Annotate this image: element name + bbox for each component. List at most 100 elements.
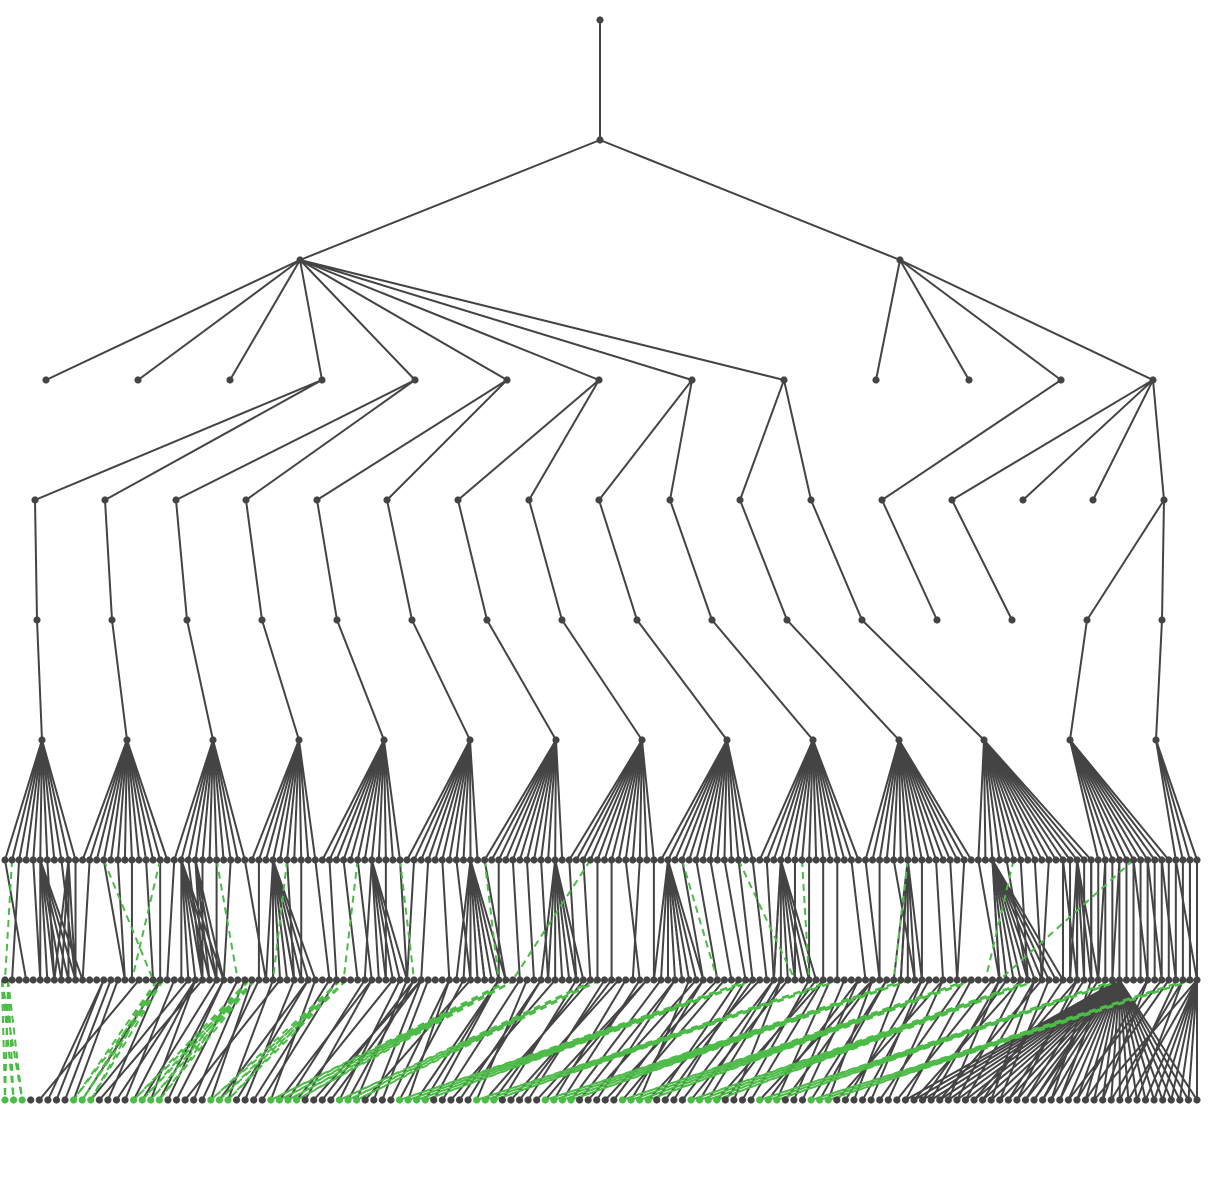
tree-edge-123 (427, 739, 471, 861)
level-7-node-20 (142, 856, 150, 864)
tree-edge-20 (316, 379, 508, 501)
level-7-node-139 (981, 856, 990, 864)
tree-edge-4 (137, 259, 301, 381)
level-2-node-0 (296, 256, 304, 264)
tree-edge-305 (991, 859, 1015, 981)
level-7-node-86 (607, 856, 616, 864)
level-7-node-25 (177, 856, 185, 864)
tree-edge-34 (104, 499, 113, 621)
tree-edge-2 (599, 139, 901, 261)
level-7-node-10 (71, 856, 80, 864)
tree-edge-502 (724, 979, 817, 1101)
level-8-node-150 (1059, 976, 1067, 984)
tree-edge-72 (41, 739, 70, 861)
tree-edge-313 (1069, 859, 1079, 981)
tree-edge-42 (669, 499, 713, 621)
level-8-node-45 (318, 976, 326, 984)
tree-edge-310 (991, 859, 1050, 981)
tree-edge-510 (793, 979, 846, 1101)
tree-edge-197 (898, 739, 952, 861)
tree-edge-329 (166, 859, 176, 981)
level-9-node-12 (104, 1096, 112, 1104)
level-8-node-52 (368, 976, 376, 984)
level-7-node-31 (220, 856, 228, 864)
level-4-node-4 (313, 496, 321, 504)
level-8-node-146 (1031, 976, 1039, 984)
level-9-node-77 (661, 1096, 669, 1104)
level-8-node-40 (283, 976, 291, 984)
level-8-node-36 (255, 976, 263, 984)
level-7-node-66 (466, 856, 475, 864)
tree-edge-390 (1033, 859, 1043, 981)
level-7-node-110 (777, 856, 785, 864)
level-7-node-78 (551, 856, 559, 864)
dashed-cross-edge-89 (707, 979, 1033, 1101)
level-5-node-3 (258, 616, 266, 624)
level-8-node-102 (720, 976, 729, 984)
level-9-node-34 (292, 1096, 301, 1104)
tree-edge-369 (737, 859, 754, 981)
tree-edge-157 (667, 739, 728, 861)
tree-edges (4, 20, 1198, 1101)
tree-edge-117 (383, 739, 387, 861)
level-7-node-16 (114, 856, 122, 864)
tree-edge-568 (990, 979, 1121, 1101)
level-8-node-133 (939, 976, 947, 984)
tree-edge-271 (469, 859, 479, 981)
level-8-node-149 (1052, 976, 1060, 984)
level-7-node-125 (883, 856, 891, 864)
tree-edge-370 (751, 859, 768, 981)
tree-edge-171 (765, 739, 814, 861)
level-7-node-57 (403, 856, 411, 864)
tree-edge-294 (779, 859, 796, 981)
level-8-node-10 (71, 976, 80, 984)
tree-edge-449 (269, 979, 317, 1101)
tree-edge-577 (1067, 979, 1121, 1101)
level-8-node-120 (847, 976, 855, 984)
tree-edge-119 (383, 739, 401, 861)
level-5-node-7 (558, 616, 566, 624)
tree-edge-170 (758, 739, 814, 861)
level-7-node-68 (481, 856, 489, 864)
level-9-node-105 (901, 1096, 910, 1104)
tree-edge-33 (34, 499, 38, 621)
tree-edge-140 (547, 739, 557, 861)
level-7-node-71 (502, 856, 510, 864)
tree-edge-324 (102, 859, 126, 981)
level-7-node-116 (819, 856, 827, 864)
level-9-node-120 (1030, 1096, 1038, 1104)
level-4-node-12 (878, 496, 886, 504)
tree-edge-436 (158, 979, 225, 1101)
level-8-node-123 (868, 976, 877, 984)
tree-edge-386 (977, 859, 1001, 981)
tree-edge-39 (457, 499, 488, 621)
level-8-node-82 (579, 976, 587, 984)
tree-edge-243 (67, 859, 77, 981)
level-8-node-25 (177, 976, 185, 984)
dashed-cross-edge-84 (647, 979, 975, 1101)
dashed-cross-edge-32 (150, 979, 256, 1101)
tree-edge-479 (527, 979, 606, 1101)
tree-edge-147 (596, 739, 643, 861)
level-7-node-73 (516, 856, 524, 864)
tree-edge-391 (1040, 859, 1050, 981)
level-7-node-133 (939, 856, 947, 864)
level-4-node-9 (666, 496, 674, 504)
tree-edge-575 (1050, 979, 1121, 1101)
level-9-node-60 (515, 1096, 524, 1104)
tree-edge-89 (187, 739, 214, 861)
tree-edge-543 (1076, 979, 1149, 1101)
tree-edge-25 (669, 379, 693, 501)
tree-edge-574 (1041, 979, 1121, 1101)
level-7-node-141 (995, 856, 1004, 864)
tree-edge-551 (1144, 979, 1198, 1101)
level-7-node-3 (22, 856, 30, 864)
tree-edge-377 (850, 859, 867, 981)
level-8-node-65 (459, 976, 468, 984)
level-8-node-9 (64, 976, 73, 984)
tree-edge-106 (298, 739, 310, 861)
tree-edge-70 (41, 739, 56, 861)
level-9-node-7 (61, 1096, 69, 1104)
tree-edge-163 (709, 739, 728, 861)
level-8-node-169 (1193, 976, 1201, 984)
